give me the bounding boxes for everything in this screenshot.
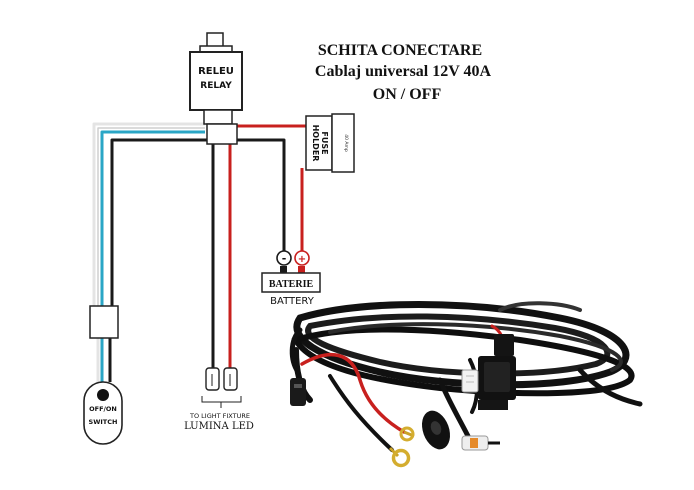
ring-terminal-1: [399, 426, 415, 442]
wire-white: [92, 122, 205, 306]
wire-white-inner: [97, 127, 205, 306]
wire-red-photo: [300, 352, 406, 434]
battery-post-plus: [298, 266, 305, 273]
light-connectors: TO LIGHT FIXTURE LUMINA LED: [184, 367, 254, 432]
fuse-holder: FUSE HOLDER 40 Amp: [305, 113, 355, 173]
relay-terminal-top: [206, 32, 224, 48]
wire-blue: [100, 130, 205, 306]
wire-bundle: [92, 122, 312, 382]
light-label-ro: LUMINA LED: [184, 421, 254, 432]
switch-label-bottom: SWITCH: [89, 418, 118, 426]
battery-label-en: BATTERY: [270, 296, 315, 307]
relay-socket: [203, 109, 233, 125]
harness-photo: [289, 301, 643, 468]
fuse-photo: [494, 334, 514, 356]
fuse-label-line1: FUSE: [320, 131, 329, 154]
relay-photo: [478, 356, 516, 410]
battery-minus-sign: -: [282, 252, 287, 265]
relay: RELEU RELAY: [189, 32, 243, 145]
fuse-holder-body: [305, 115, 333, 171]
diagram-mode: ON / OFF: [372, 86, 442, 103]
switch-photo: [421, 410, 451, 450]
battery-plus-terminal: [294, 250, 310, 266]
light-bracket: [201, 396, 242, 403]
battery-minus-terminal: [276, 250, 292, 266]
wire-black-switch: [110, 138, 210, 306]
wire-black-ring: [328, 374, 394, 452]
switch-connector-box: [89, 305, 119, 339]
relay-connector: [206, 123, 238, 145]
fuse-label-line2: HOLDER: [311, 125, 320, 162]
diagram-title: SCHITA CONECTARE: [317, 42, 483, 59]
switch-label-top: OFF/ON: [89, 405, 117, 413]
diagram-subtitle: Cablaj universal 12V 40A: [314, 63, 492, 80]
battery-label-ro: BATERIE: [269, 279, 314, 290]
relay-body: [189, 51, 243, 111]
battery-label-box: [261, 272, 321, 293]
fuse-cap: [331, 113, 355, 173]
battery: - + BATERIE BATTERY: [261, 250, 321, 307]
relay-label-en: RELAY: [200, 81, 232, 91]
white-connector-photo: [461, 369, 479, 393]
battery-plus-sign: +: [298, 254, 306, 265]
battery-post-minus: [280, 266, 287, 273]
inline-connector-photo: [461, 435, 500, 451]
ring-terminal-2: [388, 446, 411, 468]
light-label-en: TO LIGHT FIXTURE: [189, 412, 250, 420]
wire-black-battery: [230, 138, 286, 252]
wire-red-fuse: [236, 124, 312, 150]
switch-body: [83, 381, 123, 445]
switch: OFF/ON SWITCH: [83, 305, 123, 445]
relay-label-ro: RELEU: [198, 66, 234, 77]
switch-led-icon: [97, 389, 109, 401]
connector-photo-left: [290, 378, 306, 406]
fuse-rating-text: 40 Amp: [343, 134, 349, 152]
